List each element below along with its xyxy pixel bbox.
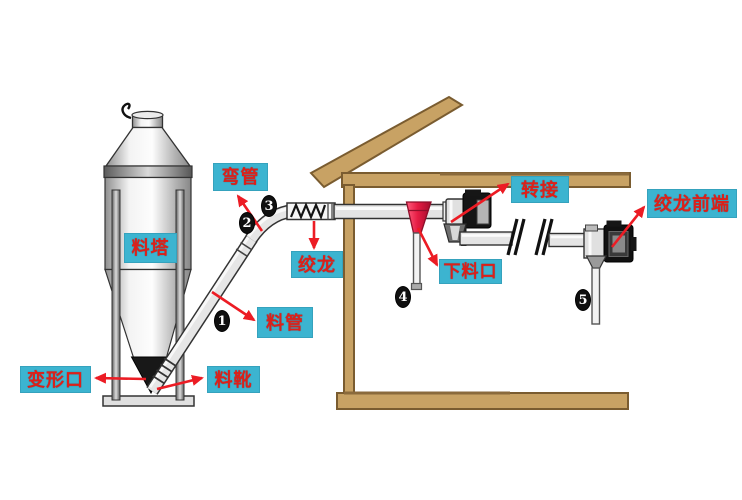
adapter-arrow (450, 182, 510, 224)
label-auger: 绞龙 (291, 251, 343, 278)
drop-tube (412, 232, 421, 286)
roof-slope (309, 95, 464, 189)
front-funnel (585, 255, 607, 270)
silo-fill-hook (121, 102, 132, 120)
auger-front-unit (583, 220, 637, 325)
marker-1: 1 (214, 310, 230, 332)
feed-boot-rings (152, 357, 177, 385)
silo-leg-right (175, 189, 185, 401)
silo-base-plate (102, 395, 195, 407)
silo-hopper-top (104, 126, 192, 167)
label-bend-pipe: 弯管 (213, 163, 268, 191)
lower-horizontal-pipe (459, 218, 586, 256)
silo-leg-left (111, 189, 121, 401)
label-auger-front-end: 绞龙前端 (647, 189, 737, 218)
silo-ring-band (103, 165, 193, 179)
label-feed-tower: 料塔 (124, 233, 177, 263)
floor-beam (336, 392, 629, 410)
label-discharge-outlet: 下料口 (439, 259, 502, 284)
marker-2: 2 (239, 212, 255, 234)
label-feed-pipe: 料管 (257, 307, 313, 338)
front-drop-tube (591, 267, 601, 325)
bend-pipe-ribs (235, 241, 252, 257)
silo-cap-top (131, 110, 164, 120)
marker-3: 3 (261, 195, 277, 217)
marker-5: 5 (575, 289, 591, 311)
label-adapter: 转接 (511, 176, 569, 203)
feed-pipe-arrow (211, 290, 256, 322)
adapter-unit (442, 189, 492, 246)
auger-front-arrow (610, 205, 646, 248)
upper-horizontal-pipe (333, 203, 450, 220)
drop-tube-tip (410, 282, 423, 291)
label-deform-port: 变形口 (20, 366, 91, 393)
auger-coil (286, 202, 336, 221)
barn-structure (309, 95, 631, 410)
discharge-outlet-arrow (416, 227, 439, 267)
deform-port-arrow (94, 372, 147, 384)
marker-4: 4 (395, 286, 411, 308)
feed-pipe-diagonal (146, 234, 258, 395)
feed-boot-arrow (156, 375, 204, 391)
label-feed-boot: 料靴 (207, 366, 260, 393)
pipe-break-marks (506, 218, 554, 256)
